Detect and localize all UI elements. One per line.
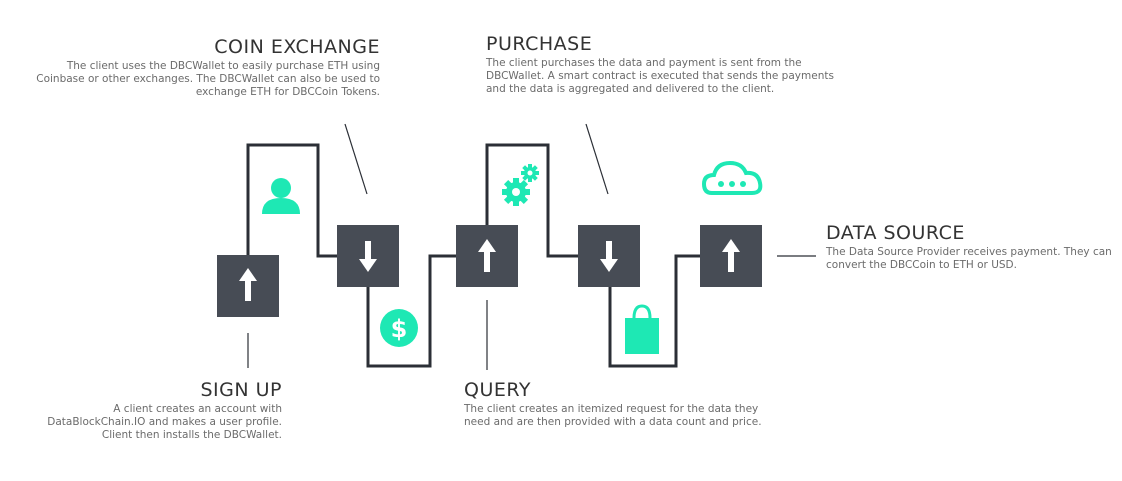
sign-up-desc: A client creates an account with DataBlo…	[47, 403, 282, 441]
coin-exchange-callout-line	[344, 123, 368, 195]
svg-text:$: $	[391, 315, 408, 343]
purchase-desc: The client purchases the data and paymen…	[486, 57, 834, 95]
arrow-down-icon	[359, 241, 377, 272]
data-source-box	[700, 225, 762, 287]
query-desc: The client creates an itemized request f…	[464, 403, 762, 428]
sign-up-title: SIGN UP	[200, 379, 282, 401]
sign-up-box	[217, 255, 279, 317]
data-source-desc: The Data Source Provider receives paymen…	[826, 246, 1112, 271]
data-source-label: DATA SOURCE The Data Source Provider rec…	[826, 222, 1118, 272]
purchase-title: PURCHASE	[486, 33, 593, 55]
coin-exchange-box	[337, 225, 399, 287]
dollar-icon: $	[380, 309, 418, 347]
gears-icon	[502, 164, 539, 206]
purchase-box	[578, 225, 640, 287]
coin-exchange-title: COIN EXCHANGE	[214, 36, 380, 58]
sign-up-label: SIGN UP A client creates an account with…	[4, 379, 282, 442]
user-icon	[262, 178, 300, 214]
arrow-up-icon	[722, 239, 740, 272]
coin-exchange-desc: The client uses the DBCWallet to easily …	[36, 60, 380, 98]
cloud-icon	[701, 160, 763, 195]
arrow-down-icon	[600, 241, 618, 272]
data-source-title: DATA SOURCE	[826, 222, 965, 244]
query-box	[456, 225, 518, 287]
shopping-bag-icon	[625, 304, 659, 354]
query-title: QUERY	[464, 379, 531, 401]
arrow-up-icon	[478, 239, 496, 272]
purchase-label: PURCHASE The client purchases the data a…	[486, 33, 846, 96]
purchase-callout-line	[585, 123, 609, 195]
query-label: QUERY The client creates an itemized req…	[464, 379, 794, 429]
arrow-up-icon	[239, 268, 257, 301]
coin-exchange-label: COIN EXCHANGE The client uses the DBCWal…	[10, 36, 380, 99]
